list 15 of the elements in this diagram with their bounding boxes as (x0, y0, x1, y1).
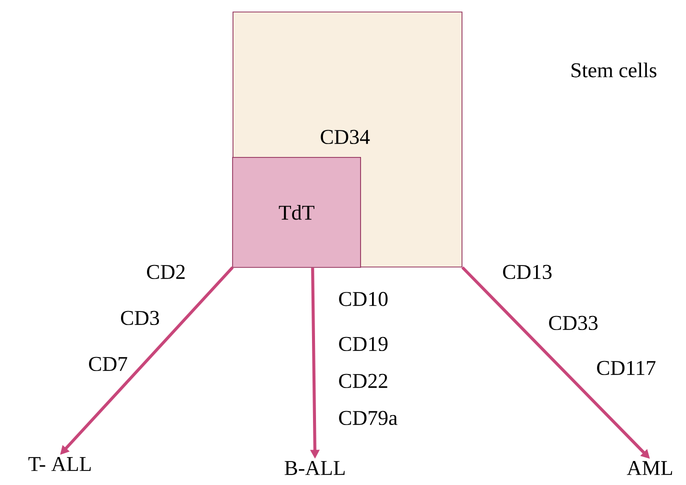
marker-label: CD117 (597, 360, 656, 376)
marker-label: CD13 (503, 264, 552, 280)
leukemia-label: AML (626, 461, 672, 475)
marker-label: CD33 (549, 316, 598, 330)
cell-type-label: Stem cells (572, 62, 656, 78)
marker-label: CD10 (339, 292, 388, 306)
leukemia-label: T- ALL (28, 457, 91, 471)
marker-label: CD79a (339, 410, 398, 426)
marker-label: CD22 (339, 374, 388, 388)
marker-label: CD3 (121, 310, 159, 326)
leukemia-label: B-ALL (284, 461, 345, 475)
marker-label: CD2 (147, 264, 185, 280)
marker-label: CD7 (89, 356, 128, 372)
marker-label: CD19 (339, 336, 388, 352)
marker-box: TdT (232, 156, 361, 268)
